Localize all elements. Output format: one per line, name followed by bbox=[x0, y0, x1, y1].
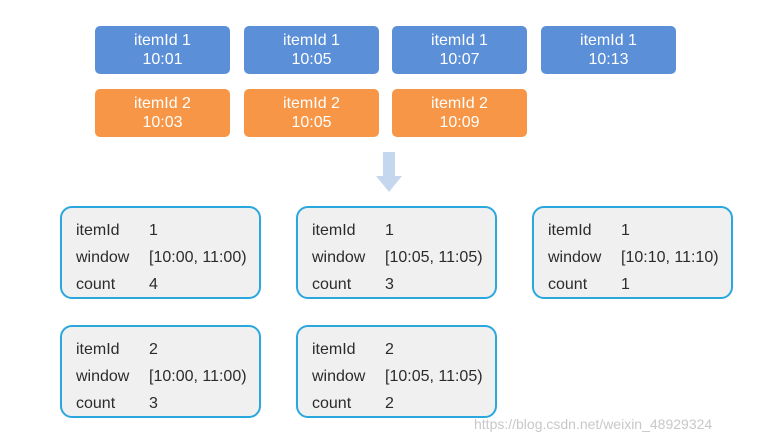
count-row: count 1 bbox=[548, 275, 630, 295]
event-box-item2-1009: itemId 2 10:09 bbox=[392, 89, 527, 137]
count-value: 1 bbox=[621, 276, 630, 293]
window-result-item1-1010: itemId 1 window [10:10, 11:10) count 1 bbox=[532, 206, 733, 299]
item-row: itemId 1 bbox=[76, 221, 158, 241]
count-value: 3 bbox=[149, 395, 158, 412]
item-value: 2 bbox=[149, 341, 158, 358]
count-key: count bbox=[312, 276, 352, 293]
event-box-item2-1003: itemId 2 10:03 bbox=[95, 89, 230, 137]
window-key: window bbox=[76, 249, 130, 266]
count-key: count bbox=[312, 395, 352, 412]
event-time: 10:07 bbox=[439, 51, 480, 68]
down-arrow-icon bbox=[376, 152, 402, 192]
item-value: 1 bbox=[621, 222, 630, 239]
window-key: window bbox=[548, 249, 602, 266]
window-result-item2-1000: itemId 2 window [10:00, 11:00) count 3 bbox=[60, 325, 261, 418]
count-row: count 2 bbox=[312, 394, 394, 414]
window-result-item2-1005: itemId 2 window [10:05, 11:05) count 2 bbox=[296, 325, 497, 418]
event-time: 10:05 bbox=[291, 51, 332, 68]
item-key: itemId bbox=[548, 222, 592, 239]
event-item-label: itemId 2 bbox=[134, 95, 191, 112]
window-key: window bbox=[76, 368, 130, 385]
item-value: 1 bbox=[149, 222, 158, 239]
count-row: count 3 bbox=[312, 275, 394, 295]
window-result-item1-1000: itemId 1 window [10:00, 11:00) count 4 bbox=[60, 206, 261, 299]
item-key: itemId bbox=[312, 222, 356, 239]
event-box-item1-1001: itemId 1 10:01 bbox=[95, 26, 230, 74]
event-time: 10:05 bbox=[291, 114, 332, 131]
window-value: [10:05, 11:05) bbox=[385, 249, 483, 266]
item-key: itemId bbox=[76, 341, 120, 358]
count-key: count bbox=[76, 276, 116, 293]
window-row: window [10:05, 11:05) bbox=[312, 248, 483, 268]
item-value: 1 bbox=[385, 222, 394, 239]
window-result-item1-1005: itemId 1 window [10:05, 11:05) count 3 bbox=[296, 206, 497, 299]
item-row: itemId 1 bbox=[312, 221, 394, 241]
event-time: 10:13 bbox=[588, 51, 629, 68]
count-key: count bbox=[76, 395, 116, 412]
event-item-label: itemId 1 bbox=[580, 32, 637, 49]
event-time: 10:09 bbox=[439, 114, 480, 131]
event-item-label: itemId 1 bbox=[431, 32, 488, 49]
window-value: [10:10, 11:10) bbox=[621, 249, 719, 266]
event-box-item1-1007: itemId 1 10:07 bbox=[392, 26, 527, 74]
event-item-label: itemId 1 bbox=[283, 32, 340, 49]
item-row: itemId 1 bbox=[548, 221, 630, 241]
event-item-label: itemId 1 bbox=[134, 32, 191, 49]
count-value: 4 bbox=[149, 276, 158, 293]
count-value: 2 bbox=[385, 395, 394, 412]
window-row: window [10:10, 11:10) bbox=[548, 248, 719, 268]
count-row: count 3 bbox=[76, 394, 158, 414]
item-value: 2 bbox=[385, 341, 394, 358]
count-key: count bbox=[548, 276, 588, 293]
window-key: window bbox=[312, 368, 366, 385]
window-row: window [10:05, 11:05) bbox=[312, 367, 483, 387]
window-value: [10:00, 11:00) bbox=[149, 368, 247, 385]
event-time: 10:01 bbox=[142, 51, 183, 68]
event-box-item2-1005: itemId 2 10:05 bbox=[244, 89, 379, 137]
window-value: [10:00, 11:00) bbox=[149, 249, 247, 266]
window-key: window bbox=[312, 249, 366, 266]
event-box-item1-1013: itemId 1 10:13 bbox=[541, 26, 676, 74]
item-key: itemId bbox=[76, 222, 120, 239]
event-time: 10:03 bbox=[142, 114, 183, 131]
event-item-label: itemId 2 bbox=[431, 95, 488, 112]
window-row: window [10:00, 11:00) bbox=[76, 248, 247, 268]
count-row: count 4 bbox=[76, 275, 158, 295]
window-value: [10:05, 11:05) bbox=[385, 368, 483, 385]
event-item-label: itemId 2 bbox=[283, 95, 340, 112]
window-row: window [10:00, 11:00) bbox=[76, 367, 247, 387]
watermark-text: https://blog.csdn.net/weixin_48929324 bbox=[474, 416, 713, 432]
item-row: itemId 2 bbox=[312, 340, 394, 360]
item-key: itemId bbox=[312, 341, 356, 358]
event-box-item1-1005: itemId 1 10:05 bbox=[244, 26, 379, 74]
count-value: 3 bbox=[385, 276, 394, 293]
item-row: itemId 2 bbox=[76, 340, 158, 360]
